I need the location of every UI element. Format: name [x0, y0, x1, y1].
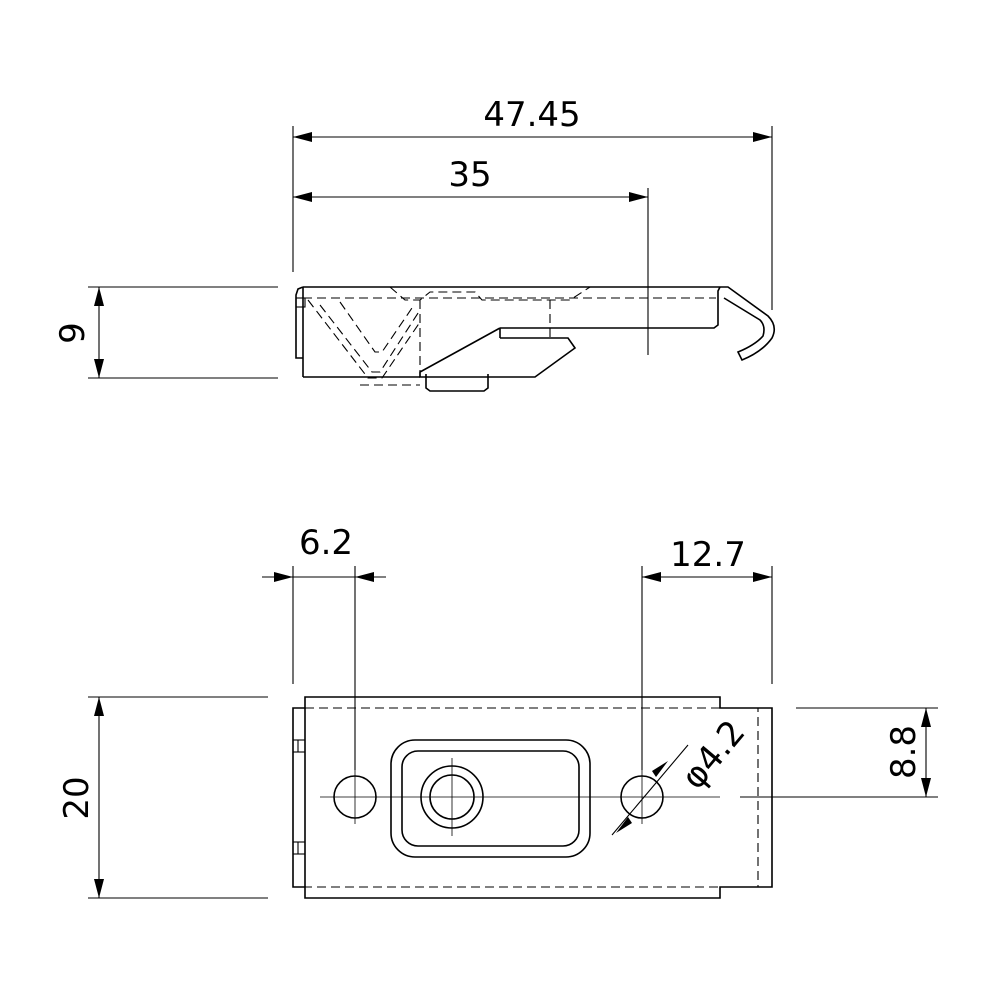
hole-center-height-dimension: 8.8	[740, 707, 938, 798]
hole-offset-right-label: 12.7	[670, 535, 746, 575]
hole-offset-left-dimension: 6.2	[262, 523, 386, 582]
plan-outline	[292, 696, 773, 899]
inner-length-label: 35	[448, 155, 491, 195]
side-view: 47.45 35 9	[53, 95, 776, 392]
hole-diameter-label: φ4.2	[674, 713, 754, 797]
hole-center-height-label: 8.8	[884, 725, 924, 779]
side-profile-outline	[295, 286, 776, 392]
height-dimension: 9	[53, 286, 278, 379]
width-dimension: 20	[57, 696, 268, 899]
plan-view: 6.2 12.7 20 8.8	[57, 523, 938, 899]
overall-length-dimension: 47.45	[293, 95, 772, 142]
hole-offset-right-dimension: 12.7	[642, 535, 772, 582]
height-label: 9	[53, 322, 93, 344]
overall-length-label: 47.45	[483, 95, 580, 135]
width-label: 20	[57, 776, 97, 819]
hole-offset-left-label: 6.2	[299, 523, 353, 563]
inner-length-dimension: 35	[293, 155, 648, 202]
